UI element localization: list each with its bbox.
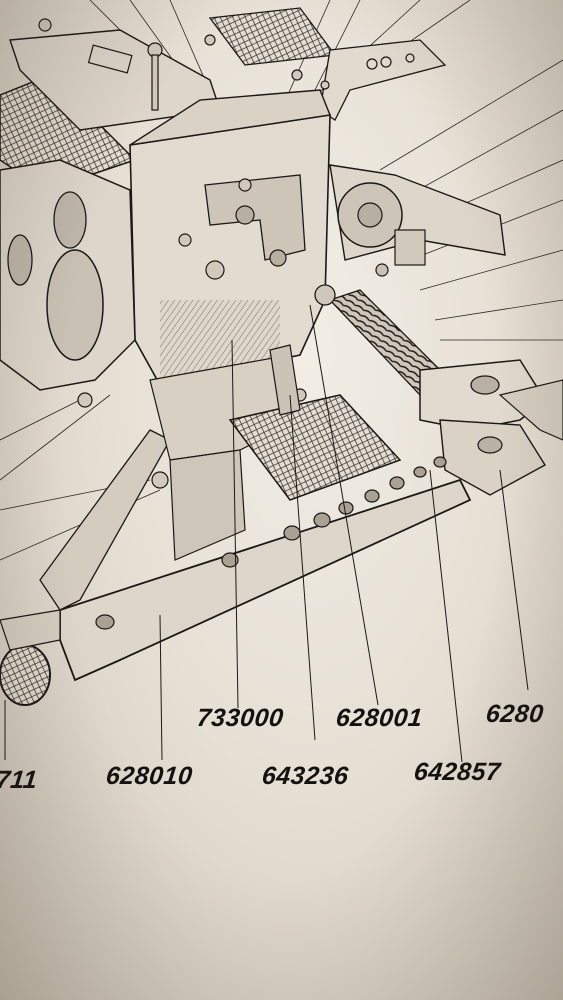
frame-holes [95,456,447,630]
part-label-733000: 733000 [195,704,285,732]
leader-lines-labels [4,304,529,763]
floor-step-plate [228,394,402,501]
step-plate-top-right [208,7,337,66]
housing-window [204,174,306,261]
round-grille [0,644,51,706]
part-label-711: 711 [0,766,39,794]
housing-top [129,89,331,146]
part-label-642857: 642857 [412,758,502,786]
part-label-628001: 628001 [334,704,424,732]
part-label-6280: 6280 [484,700,546,728]
bracket-top-right [319,39,447,121]
part-label-643236: 643236 [260,762,350,790]
bolts [38,18,330,489]
clevis-bracket [419,359,546,431]
part-label-628010: 628010 [104,762,194,790]
